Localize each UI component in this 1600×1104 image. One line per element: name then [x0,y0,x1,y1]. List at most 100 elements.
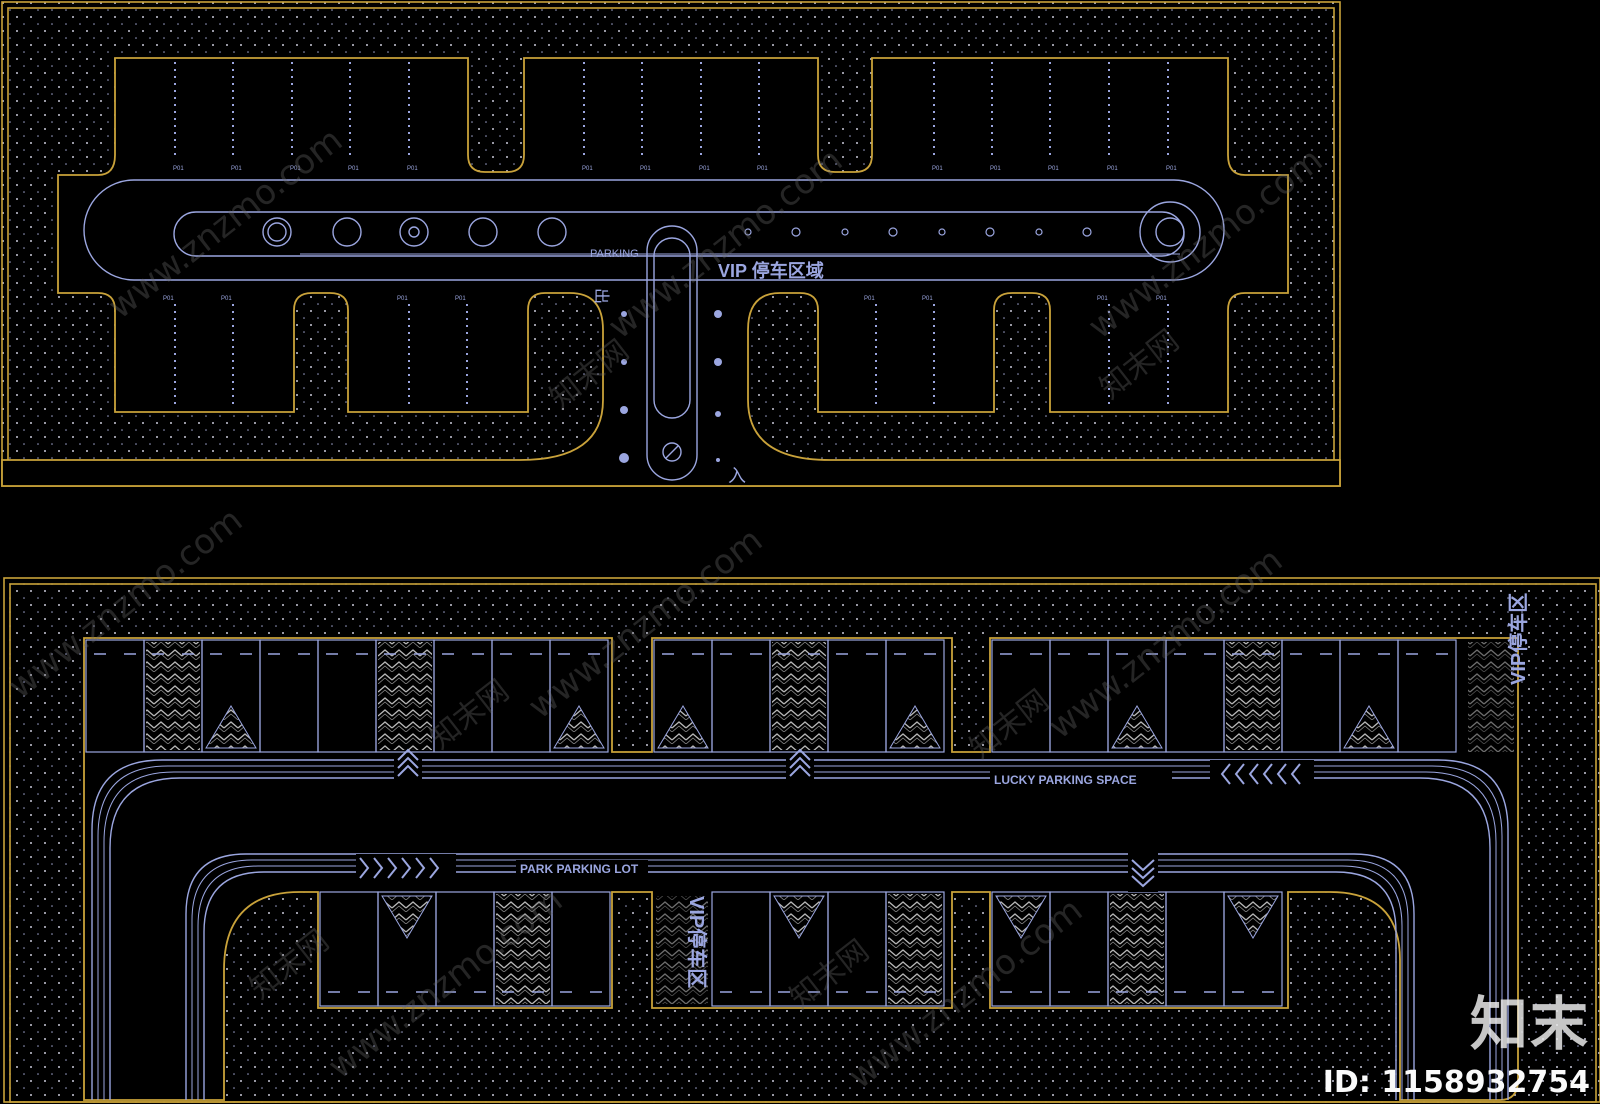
lane-marker [888,227,898,237]
vip-tag-lower: VIP停车区 [656,896,709,1004]
stall-tag: P01 [640,166,651,172]
down-arrow [1131,867,1155,880]
stall-tag: P01 [757,166,768,172]
stall-arrow [205,705,257,749]
down-arrow [1131,875,1155,888]
island-dots [619,310,722,463]
lane-marker [841,228,849,236]
stall-tag: P01 [990,166,1001,172]
left-arrow [1234,763,1245,785]
bottom-lower-parking-spaces [319,891,1283,1007]
lane-marker [1082,227,1092,237]
right-arrow [387,857,398,879]
vip-tag-upper: VIP停车区 [1468,593,1530,752]
stall-tag: P01 [290,166,301,172]
entry-label: 入 [728,466,746,486]
stall-tag: P01 [1107,166,1118,172]
left-arrow [1248,763,1259,785]
right-arrow [373,857,384,879]
parking-label: PARKING [590,248,639,260]
up-arrow [397,756,419,769]
stall-arrow [1111,705,1163,749]
stall-arrow [381,895,433,939]
hatched-stall [772,642,826,750]
park-lot-label: PARK PARKING LOT [520,862,639,876]
stall-tag: P01 [348,166,359,172]
lane-marker [938,228,946,236]
top-paved-area [1,57,1341,487]
stall-tag: P01 [173,166,184,172]
parking-stall [549,639,609,753]
up-arrow [789,756,811,769]
up-arrow [789,764,811,777]
parking-stall [1223,891,1283,1007]
lane-marker [791,227,801,237]
stall-tag: P01 [407,166,418,172]
arrow-gap [1210,760,1314,788]
stall-arrow [889,705,941,749]
lane-markers-small [744,227,1092,237]
right-arrow [415,857,426,879]
parking-stall [1397,639,1457,753]
lucky-parking-label: LUCKY PARKING SPACE [994,773,1137,787]
bottom-parking-plan: LUCKY PARKING SPACE PARK PARKING LOT VIP… [3,577,1600,1104]
lane-line [203,871,1397,1100]
park-lot-label-box [516,860,648,878]
lane-line [185,853,1415,1100]
stall-tag: P01 [221,296,232,302]
parking-stall [885,891,945,1007]
left-arrow [1290,763,1301,785]
hatched-stall [888,894,942,1004]
left-arrow [1262,763,1273,785]
stall-arrow [657,705,709,749]
stall-tag: P01 [1097,296,1108,302]
lane-arrows [356,748,1314,892]
inner-lane-lines [185,853,1415,1100]
stall-tag: P01 [932,166,943,172]
hatched-stall [1226,642,1280,750]
stall-tag: P01 [582,166,593,172]
stall-tag: P01 [864,296,875,302]
stall-arrow [773,895,825,939]
stall-arrow [1227,895,1279,939]
lucky-label-box [990,770,1172,788]
entrance-island [646,225,698,481]
stall-tag: P01 [699,166,710,172]
stall-arrow [995,895,1047,939]
image-id-label: ID: 1158932754 [1322,1065,1590,1100]
up-arrow [397,748,419,761]
left-arrow [1220,763,1231,785]
left-arrow [1276,763,1287,785]
hatched-stall [378,642,432,750]
arrow-gap [356,854,456,882]
stall-tag: P01 [922,296,933,302]
lane-marker [744,228,752,236]
stall-tag: P01 [397,296,408,302]
vip-zone-label: VIP 停车区域 [718,260,824,281]
svg-text:VIP停车区: VIP停车区 [685,896,709,988]
lane-line [191,859,1409,1100]
parking-stall [885,639,945,753]
exit-label: 出 [592,288,610,304]
down-arrow [1131,859,1155,872]
right-arrow [429,857,440,879]
up-arrow [397,764,419,777]
stall-tag: P01 [1166,166,1177,172]
hatched-stall [146,642,200,750]
stall-tag: P01 [1156,296,1167,302]
bottom-upper-parking-spaces [85,639,1457,753]
svg-text:VIP停车区: VIP停车区 [1506,593,1530,685]
brand-logo: 知末 [1469,990,1590,1058]
stall-arrow [1343,705,1395,749]
lane-marker [985,227,995,237]
up-arrow [789,748,811,761]
hatched-stall [1110,894,1164,1004]
lane-marker [1035,228,1043,236]
turnaround-circle [1139,201,1201,263]
stall-tag: P01 [231,166,242,172]
stall-arrow [553,705,605,749]
